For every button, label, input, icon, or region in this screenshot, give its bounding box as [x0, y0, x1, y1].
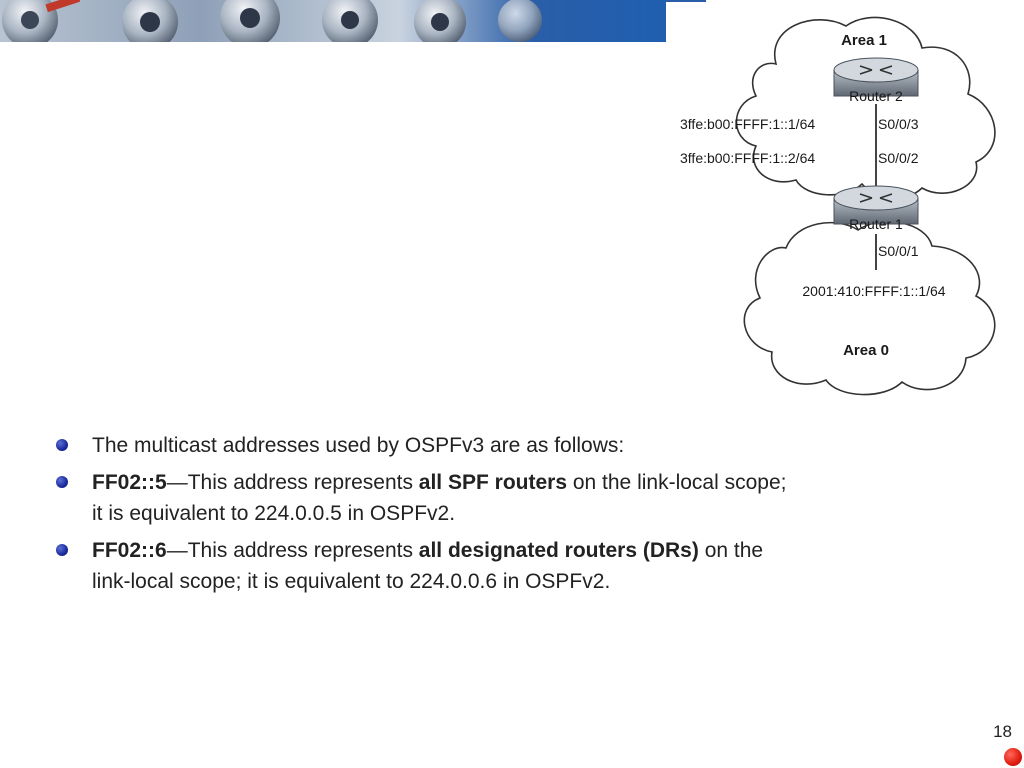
area0-cloud [743, 221, 996, 396]
bullet-item-ff02-5: FF02::5—This address represents all SPF … [52, 467, 952, 529]
coins-photo-banner-icon [2, 0, 542, 42]
address-ff02-5: FF02::5 [92, 471, 167, 494]
bullet-text: on the [698, 539, 764, 562]
router-2-label: Router 2 [849, 88, 903, 104]
bullet-dot-icon [56, 476, 68, 488]
banner-rule [666, 0, 706, 2]
header-banner [0, 0, 666, 42]
link-address-router2: 3ffe:b00:FFFF:1::1/64 [680, 116, 815, 132]
bullet-text: it is equivalent to 224.0.0.5 in OSPFv2. [92, 502, 456, 525]
bullet-text: —This address represents [166, 539, 419, 562]
interface-s0-0-2: S0/0/2 [878, 150, 919, 166]
bullet-text: link-local scope; it is equivalent to 22… [92, 570, 611, 593]
bullet-item-intro: The multicast addresses used by OSPFv3 a… [52, 430, 952, 461]
area-0-address: 2001:410:FFFF:1::1/64 [802, 283, 945, 299]
bullet-list: The multicast addresses used by OSPFv3 a… [52, 430, 952, 603]
link-address-router1: 3ffe:b00:FFFF:1::2/64 [680, 150, 815, 166]
red-dot-icon [1004, 748, 1022, 766]
interface-s0-0-3: S0/0/3 [878, 116, 919, 132]
bullet-item-ff02-6: FF02::6—This address represents all desi… [52, 535, 952, 597]
page-number: 18 [993, 722, 1012, 741]
area1-cloud [735, 16, 996, 199]
term-all-designated-routers: all designated routers (DRs) [418, 539, 699, 562]
bullet-dot-icon [56, 439, 68, 451]
router-1-label: Router 1 [849, 216, 903, 232]
term-all-spf-routers: all SPF routers [418, 471, 568, 494]
address-ff02-6: FF02::6 [92, 539, 167, 562]
area-0-label: Area 0 [843, 342, 889, 359]
interface-s0-0-1: S0/0/1 [878, 243, 919, 259]
area-1-label: Area 1 [841, 32, 887, 49]
router-1-icon [833, 185, 919, 225]
router-2-icon [833, 57, 919, 97]
bullet-dot-icon [56, 544, 68, 556]
bullet-text: The multicast addresses used by OSPFv3 a… [92, 434, 625, 457]
bullet-text: —This address represents [166, 471, 419, 494]
bullet-text: on the link-local scope; [567, 471, 787, 494]
ospfv3-network-diagram: Router 2 Router 1 Area 1 Area 0 3ffe:b00… [680, 16, 996, 396]
